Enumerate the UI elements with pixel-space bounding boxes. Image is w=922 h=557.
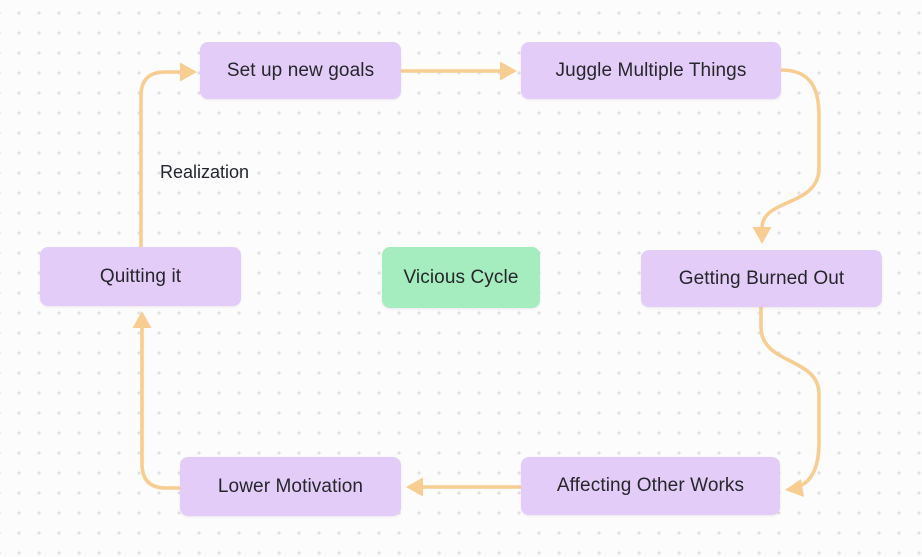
node-label: Lower Motivation	[217, 475, 364, 497]
node-label: Affecting Other Works	[556, 475, 745, 496]
arrow-setup-to-juggle	[399, 61, 517, 81]
node-set-up-new-goals[interactable]: Set up new goals	[200, 42, 401, 99]
node-label: Juggle Multiple Things	[555, 59, 747, 81]
center-title-label: Vicious Cycle	[403, 266, 519, 288]
node-label: Set up new goals	[226, 59, 375, 81]
arrow-juggle-to-burnedout	[752, 68, 821, 244]
center-title-vicious-cycle[interactable]: Vicious Cycle	[382, 247, 540, 308]
arrow-quitting-to-setup	[139, 62, 197, 249]
arrow-lower-to-quitting	[132, 311, 182, 490]
node-getting-burned-out[interactable]: Getting Burned Out	[641, 250, 882, 307]
node-quitting-it[interactable]: Quitting it	[40, 247, 241, 306]
node-affecting-other-works[interactable]: Affecting Other Works	[521, 457, 780, 515]
node-label: Getting Burned Out	[678, 267, 845, 289]
node-juggle-multiple-things[interactable]: Juggle Multiple Things	[521, 42, 781, 99]
node-label: Quitting it	[99, 265, 182, 287]
arrow-affecting-to-lower	[406, 477, 523, 497]
edge-label-realization: Realization	[160, 162, 250, 182]
node-lower-motivation[interactable]: Lower Motivation	[180, 457, 401, 516]
arrow-burnedout-to-affecting	[759, 305, 821, 497]
